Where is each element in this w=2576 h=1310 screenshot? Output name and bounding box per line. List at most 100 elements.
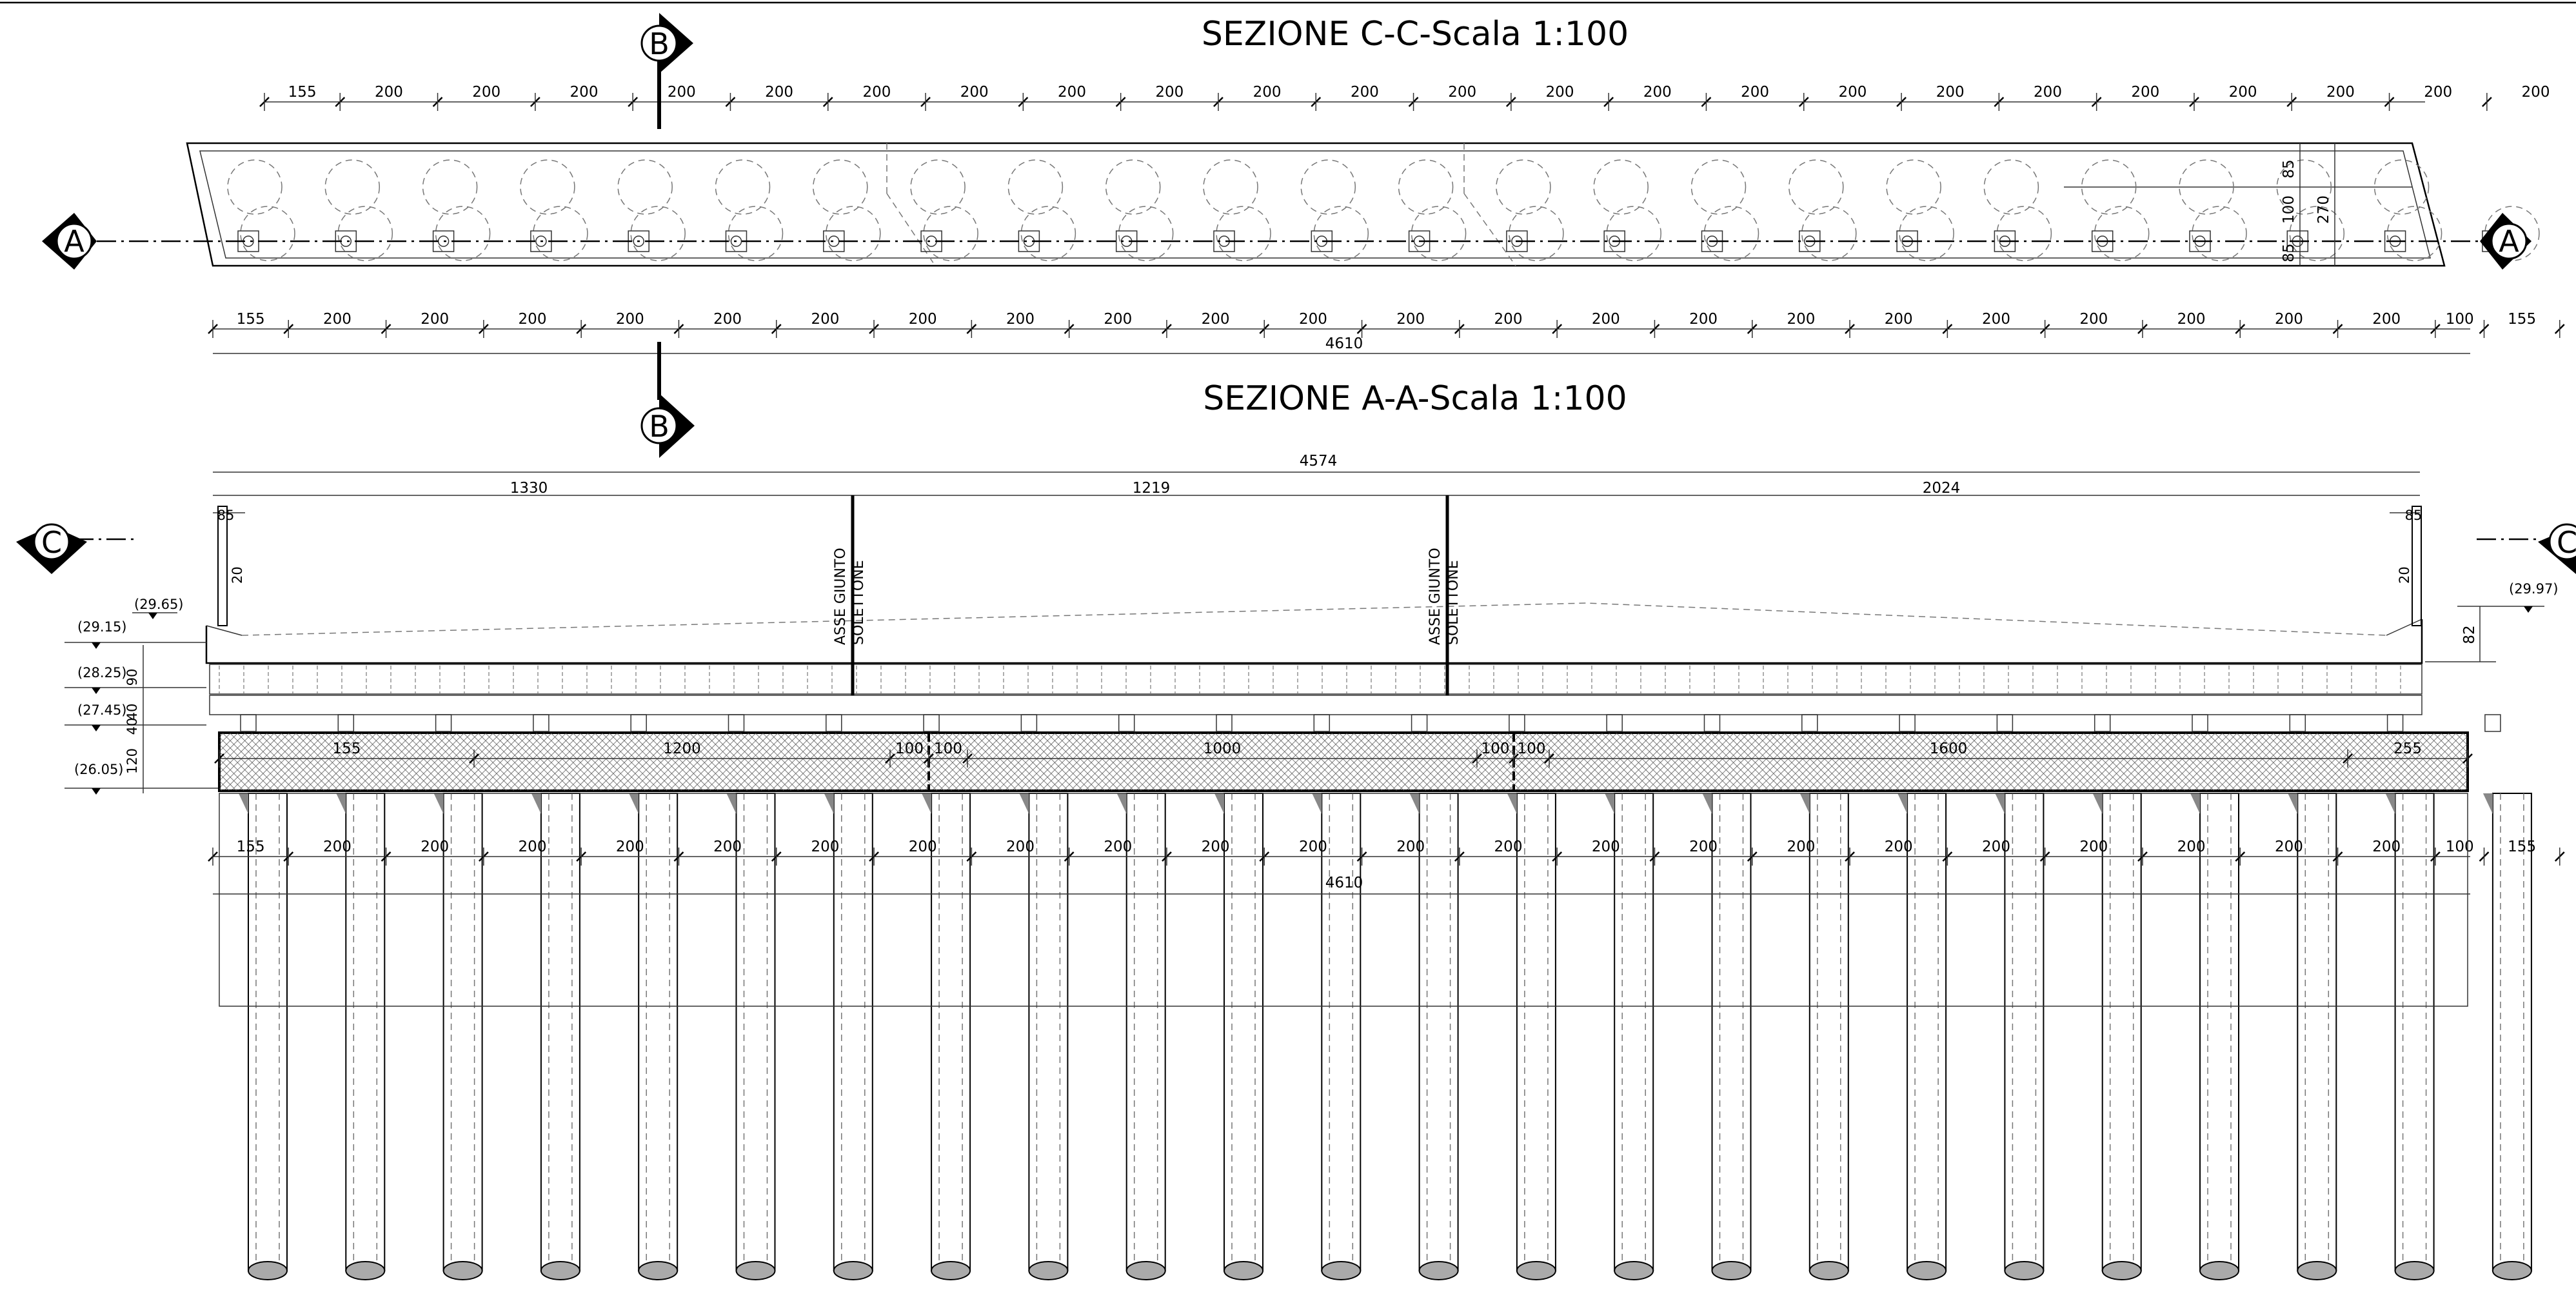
plan-pile-circle-top-11 bbox=[1300, 159, 1356, 215]
plan-top-dim-label-10: 200 bbox=[1253, 84, 1282, 101]
pile-haunch-16 bbox=[1799, 793, 1810, 814]
plan-pile-circle-top-5 bbox=[715, 159, 771, 215]
plan-pile-circles-bottom-row bbox=[240, 206, 2540, 261]
plan-pile-circle-bottom-9 bbox=[1118, 206, 1174, 261]
plan-pile-circle-top-1 bbox=[324, 159, 381, 215]
plan-pile-circle-bottom-14 bbox=[1606, 206, 1661, 261]
joint-2-label-b: SOLETTONE bbox=[1445, 560, 1461, 645]
pile-17 bbox=[1907, 793, 1947, 1271]
pile-cap-dim-8: 255 bbox=[2393, 740, 2422, 757]
plan-right-dim-1: 85 bbox=[2281, 159, 2297, 178]
plan-pile-circle-top-15 bbox=[1690, 159, 1747, 215]
deck-outline bbox=[205, 619, 2423, 664]
elev-bottom-dim-label-18: 200 bbox=[1982, 839, 2010, 855]
pile-haunch-9 bbox=[1116, 793, 1127, 814]
plan-pile-circle-bottom-0 bbox=[240, 206, 295, 261]
elev-top-dims: 4574 1330 1219 2024 85 85 bbox=[213, 453, 2422, 523]
plan-pile-circle-bottom-23 bbox=[2484, 206, 2540, 261]
level-29-97: (29.97) bbox=[2509, 581, 2559, 597]
section-mark-c-left: C bbox=[16, 523, 135, 574]
plan-pile-circle-top-2 bbox=[422, 159, 478, 215]
plan-pile-circle-top-3 bbox=[520, 159, 575, 215]
pile-haunch-14 bbox=[1605, 793, 1615, 814]
left-dim-40a: 40 bbox=[124, 704, 140, 721]
pile-cap-dim-5: 100 bbox=[1481, 740, 1510, 757]
plan-pile-circle-bottom-21 bbox=[2289, 206, 2345, 261]
joint-markers: ASSE GIUNTO SOLETTONE ASSE GIUNTO SOLETT… bbox=[833, 495, 1461, 695]
pile-haunch-19 bbox=[2092, 793, 2103, 814]
plan-pile-circle-top-16 bbox=[1788, 159, 1844, 215]
plan-top-dim-label-13: 200 bbox=[1546, 84, 1574, 101]
plan-pile-circle-bottom-19 bbox=[2094, 206, 2150, 261]
plan-joint-1b bbox=[886, 193, 936, 266]
pile-cap-dim-7: 1600 bbox=[1930, 740, 1968, 757]
pile-0 bbox=[248, 793, 288, 1271]
plan-pile-circle-top-12 bbox=[1398, 159, 1454, 215]
bearing-4 bbox=[630, 714, 647, 732]
plan-bottom-dim-label-13: 200 bbox=[1494, 311, 1523, 328]
plan-top-dim-label-18: 200 bbox=[2034, 84, 2062, 101]
plan-bottom-dim-label-12: 200 bbox=[1396, 311, 1425, 328]
plan-top-dim-label-22: 200 bbox=[2424, 84, 2452, 101]
plan-bottom-dim-label-1: 200 bbox=[323, 311, 352, 328]
plan-pile-circle-top-0 bbox=[227, 159, 282, 215]
pile-tip-1 bbox=[345, 1261, 386, 1280]
plan-pile-circle-bottom-4 bbox=[630, 206, 686, 261]
pile-tip-18 bbox=[2004, 1261, 2045, 1280]
pile-2 bbox=[442, 793, 483, 1271]
level-markers-right: (29.97) 82 bbox=[2425, 581, 2559, 662]
pile-haunch-12 bbox=[1409, 793, 1420, 814]
pile-tip-20 bbox=[2199, 1261, 2239, 1280]
level-markers-left: (29.65) (29.15) (28.25) (27.45) (26.05) … bbox=[64, 597, 219, 795]
pile-21 bbox=[2297, 793, 2337, 1271]
beam-band bbox=[209, 664, 2422, 695]
barrier-left bbox=[217, 506, 228, 626]
bearing-6 bbox=[826, 714, 842, 732]
pile-16 bbox=[1808, 793, 1849, 1271]
pile-10 bbox=[1224, 793, 1263, 1271]
plan-top-dim-label-17: 200 bbox=[1936, 84, 1965, 101]
bearing-20 bbox=[2192, 714, 2208, 732]
pile-18 bbox=[2004, 793, 2045, 1271]
section-circle-b-lower bbox=[640, 407, 678, 444]
plan-pile-circle-bottom-8 bbox=[1020, 206, 1076, 261]
plan-top-dim-label-7: 200 bbox=[960, 84, 989, 101]
elev-bottom-dim-label-14: 200 bbox=[1592, 839, 1620, 855]
elev-bottom-dim-label-17: 200 bbox=[1885, 839, 1913, 855]
plan-pile-circle-bottom-22 bbox=[2386, 206, 2442, 261]
pile-tip-10 bbox=[1224, 1261, 1263, 1280]
plan-pile-circle-bottom-15 bbox=[1703, 206, 1759, 261]
plan-pile-circle-top-17 bbox=[1886, 159, 1941, 215]
pile-haunch-8 bbox=[1019, 793, 1029, 814]
plan-pile-circle-bottom-18 bbox=[1996, 206, 2052, 261]
level-29-65: (29.65) bbox=[134, 597, 184, 612]
joint-1-label-a: ASSE GIUNTO bbox=[833, 548, 849, 645]
plan-right-dim-2: 100 bbox=[2281, 195, 2297, 224]
bearing-5 bbox=[728, 714, 745, 732]
bearing-16 bbox=[1801, 714, 1818, 732]
elev-bottom-dim-label-23: 100 bbox=[2446, 839, 2474, 855]
plan-bottom-dim-label-3: 200 bbox=[519, 311, 547, 328]
elev-bottom-dim-label-9: 200 bbox=[1104, 839, 1132, 855]
elev-bottom-dim-label-10: 200 bbox=[1202, 839, 1230, 855]
level-27-45: (27.45) bbox=[77, 702, 127, 718]
plan-bottom-dim-label-11: 200 bbox=[1299, 311, 1327, 328]
plan-pile-circle-bottom-12 bbox=[1411, 206, 1467, 261]
plan-top-dim-label-1: 200 bbox=[375, 84, 403, 101]
elev-small-right: 85 bbox=[2405, 508, 2422, 523]
plan-top-dim-label-5: 200 bbox=[765, 84, 793, 101]
elev-bottom-dim-label-2: 200 bbox=[421, 839, 449, 855]
level-29-65-arrow bbox=[148, 613, 157, 619]
pile-cap bbox=[218, 731, 2469, 792]
plan-pile-circle-bottom-10 bbox=[1216, 206, 1271, 261]
plan-top-dim-label-20: 200 bbox=[2229, 84, 2257, 101]
level-26-05-arrow bbox=[92, 788, 101, 795]
plan-top-dim-label-16: 200 bbox=[1838, 84, 1867, 101]
section-mark-a-left: A bbox=[42, 213, 97, 270]
elev-bottom-dim-label-13: 200 bbox=[1494, 839, 1523, 855]
bearing-13 bbox=[1509, 714, 1525, 732]
plan-pile-circle-bottom-20 bbox=[2192, 206, 2247, 261]
pile-haunch-18 bbox=[1995, 793, 2005, 814]
pile-19 bbox=[2101, 793, 2142, 1271]
